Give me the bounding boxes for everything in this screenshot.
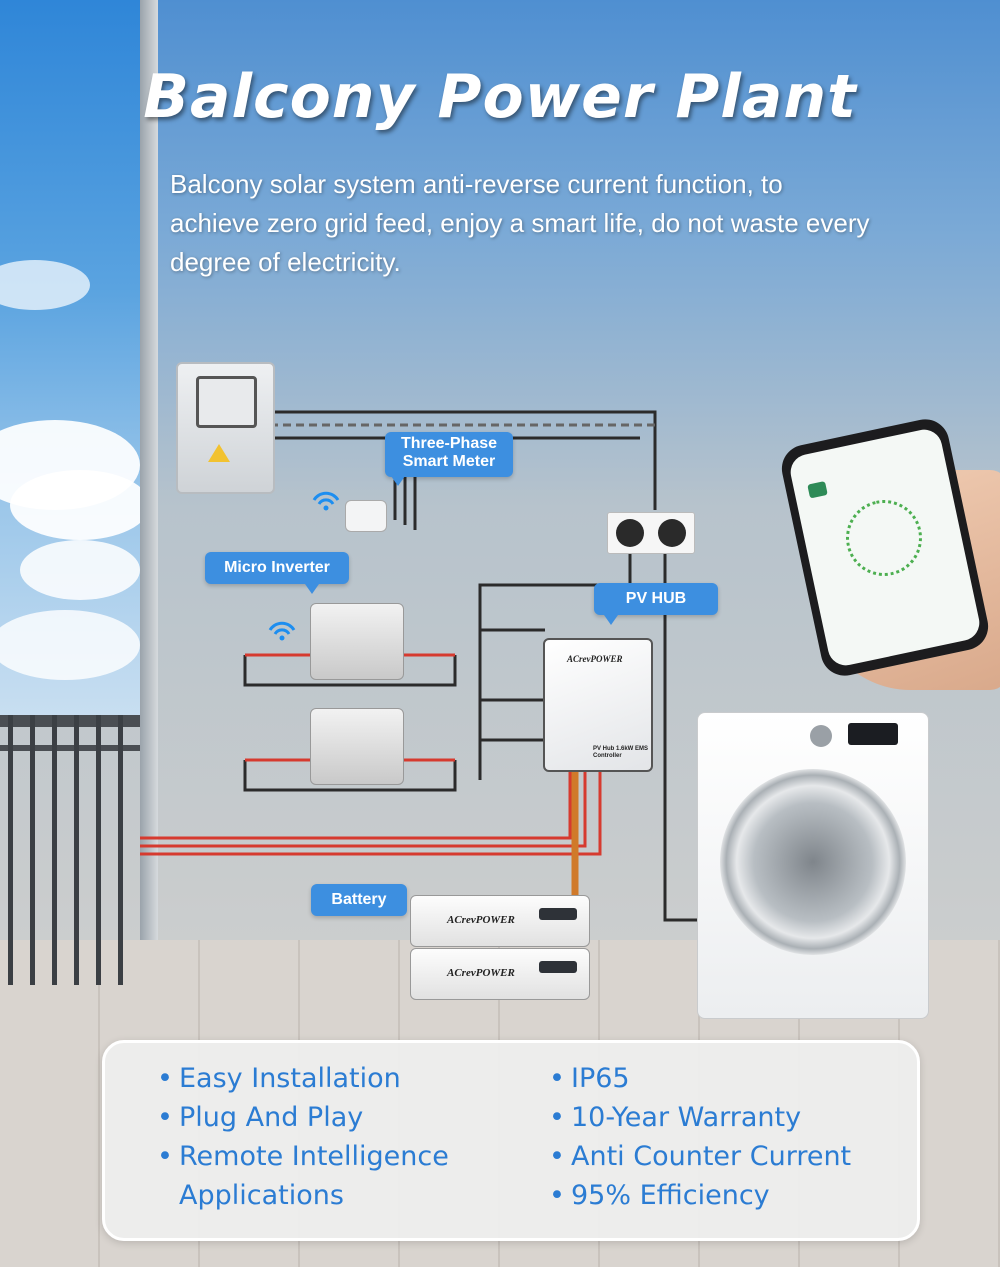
balcony-railing — [0, 715, 140, 985]
features-panel: •Easy Installation •Plug And Play •Remot… — [102, 1040, 920, 1241]
callout-tail — [305, 584, 319, 594]
plug-icon — [616, 519, 644, 547]
page-title: Balcony Power Plant — [143, 62, 857, 132]
feature-item: •Anti Counter Current — [549, 1141, 852, 1172]
wire-red — [140, 770, 602, 856]
inverter-label: Micro Inverter — [224, 559, 330, 576]
feature-item: •Easy Installation — [157, 1063, 401, 1094]
inverter-callout: Micro Inverter — [205, 552, 349, 594]
wire — [270, 410, 657, 510]
hub-label: PV HUB — [625, 590, 687, 607]
railing-bar — [74, 715, 79, 985]
railing-bar — [8, 715, 13, 985]
battery-indicator — [539, 961, 577, 973]
energy-flow-graphic — [838, 492, 930, 584]
pv-hub: ACrevPOWER PV Hub 1.6kW EMS Controller — [543, 638, 653, 772]
wire — [478, 540, 632, 780]
wall-socket — [607, 512, 695, 554]
callout-tail — [391, 476, 405, 486]
railing-bar — [118, 715, 123, 985]
feature-item: •Plug And Play — [157, 1102, 364, 1133]
wire-red — [140, 770, 572, 840]
feature-item: •Remote Intelligence — [157, 1141, 449, 1172]
cloud — [10, 470, 150, 540]
callout-tail — [395, 896, 405, 910]
machine-knob — [810, 725, 832, 747]
feature-item: •95% Efficiency — [549, 1180, 770, 1211]
plug-icon — [658, 519, 686, 547]
battery-unit: ACrevPOWER — [410, 895, 590, 947]
wifi-icon — [268, 621, 296, 641]
washing-machine — [697, 712, 929, 1019]
cloud — [0, 610, 140, 680]
phone-screen — [787, 426, 983, 669]
hub-callout: PV HUB — [594, 583, 718, 625]
micro-inverter — [310, 603, 404, 680]
railing-top — [0, 715, 140, 727]
wifi-icon — [312, 491, 340, 511]
wire-red — [140, 770, 587, 848]
smart-meter — [345, 500, 387, 532]
battery-label: Battery — [331, 891, 387, 908]
railing-mid — [0, 745, 140, 751]
warning-icon — [208, 444, 230, 462]
page-subtitle: Balcony solar system anti-reverse curren… — [170, 169, 870, 277]
meter-label: Three-Phase Smart Meter — [400, 435, 498, 470]
sky-background — [0, 0, 150, 720]
railing-bar — [30, 715, 35, 985]
box-window — [196, 376, 257, 428]
battery-brand: ACrevPOWER — [447, 914, 515, 926]
machine-door — [720, 769, 906, 955]
hub-model: PV Hub 1.6kW EMS Controller — [593, 746, 649, 759]
distribution-box — [176, 362, 275, 494]
cloud — [0, 260, 90, 310]
wire — [243, 760, 457, 792]
meter-callout: Three-Phase Smart Meter — [385, 432, 513, 486]
wire — [243, 655, 457, 687]
railing-bar — [52, 715, 57, 985]
wiring-diagram — [140, 410, 720, 922]
machine-display — [848, 723, 898, 745]
cloud — [20, 540, 140, 600]
wall-edge — [140, 0, 158, 1000]
battery-brand: ACrevPOWER — [447, 967, 515, 979]
feature-item-continued: Applications — [179, 1180, 344, 1211]
feature-item: •10-Year Warranty — [549, 1102, 802, 1133]
app-logo-icon — [807, 481, 828, 499]
hub-brand: ACrevPOWER — [567, 654, 623, 664]
battery-callout: Battery — [311, 884, 407, 916]
feature-item: •IP65 — [549, 1063, 630, 1094]
callout-tail — [604, 615, 618, 625]
battery-unit: ACrevPOWER — [410, 948, 590, 1000]
railing-bar — [96, 715, 101, 985]
battery-indicator — [539, 908, 577, 920]
micro-inverter — [310, 708, 404, 785]
